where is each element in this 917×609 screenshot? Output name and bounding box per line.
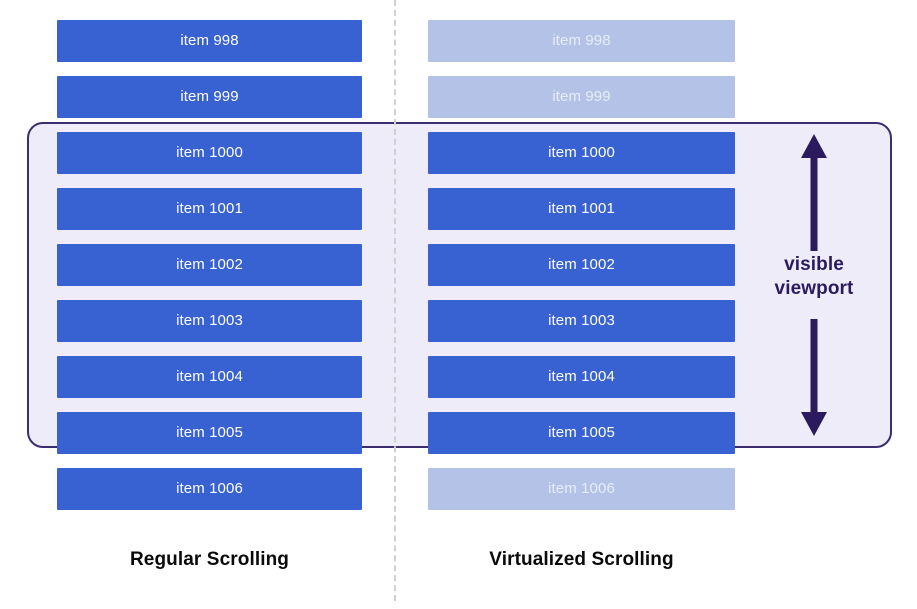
caption-regular-scrolling: Regular Scrolling <box>129 549 289 570</box>
list-item[interactable]: item 1005 <box>57 412 362 454</box>
list-item[interactable]: item 1004 <box>428 356 735 398</box>
list-item[interactable]: item 1001 <box>428 188 735 230</box>
list-item[interactable]: item 1003 <box>57 300 362 342</box>
list-item[interactable]: item 1000 <box>57 132 362 174</box>
list-item[interactable]: item 1002 <box>428 244 735 286</box>
list-item[interactable]: item 1005 <box>428 412 735 454</box>
caption-virtualized-scrolling: Virtualized Scrolling <box>489 549 674 570</box>
list-item[interactable]: item 998 <box>57 20 362 62</box>
list-item[interactable]: item 999 <box>428 76 735 118</box>
visible-viewport-label-line1: visible <box>784 254 844 275</box>
list-item[interactable]: item 1000 <box>428 132 735 174</box>
list-item[interactable]: item 1004 <box>57 356 362 398</box>
list-item[interactable]: item 998 <box>428 20 735 62</box>
list-item[interactable]: item 1001 <box>57 188 362 230</box>
list-item[interactable]: item 1003 <box>428 300 735 342</box>
list-item[interactable]: item 999 <box>57 76 362 118</box>
visible-viewport-label: visible viewport <box>748 253 880 301</box>
list-item[interactable]: item 1006 <box>428 468 735 510</box>
list-item[interactable]: item 1006 <box>57 468 362 510</box>
column-divider <box>394 0 396 601</box>
visible-viewport-label-line2: viewport <box>774 278 854 299</box>
double-headed-vertical-arrow-icon <box>785 134 843 436</box>
list-item[interactable]: item 1002 <box>57 244 362 286</box>
